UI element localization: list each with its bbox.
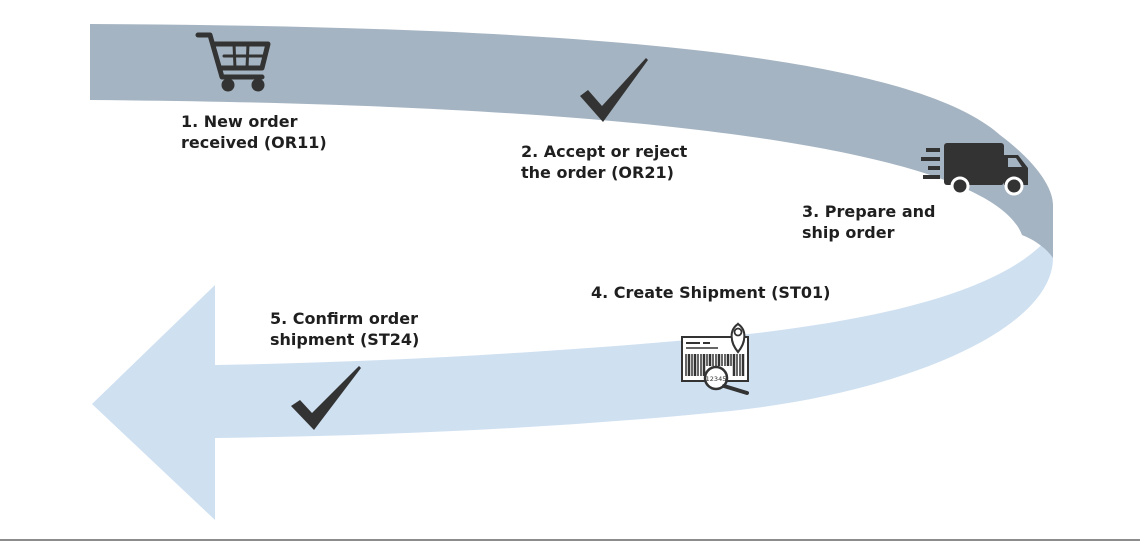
step-1-line-1: 1. New order (181, 112, 298, 131)
barcode-number: 12345 (706, 375, 727, 383)
step-1-label: 1. New order received (OR11) (181, 111, 327, 153)
checkmark-icon (291, 366, 361, 430)
step-2-line-1: 2. Accept or reject (521, 142, 688, 161)
step-4-line-1: 4. Create Shipment (ST01) (591, 283, 831, 302)
shopping-cart-icon (195, 32, 271, 92)
lower-band-arrow (92, 232, 1053, 520)
step-5-line-2: shipment (ST24) (270, 330, 420, 349)
bottom-divider (0, 539, 1140, 541)
step-5-label: 5. Confirm order shipment (ST24) (270, 308, 419, 350)
upper-band (90, 24, 1053, 258)
delivery-truck-icon (921, 143, 1028, 196)
step-2-line-2: the order (OR21) (521, 163, 674, 182)
barcode-location-icon: 12345 (681, 322, 749, 395)
step-5-line-1: 5. Confirm order (270, 309, 418, 328)
step-1-line-2: received (OR11) (181, 133, 327, 152)
step-4-label: 4. Create Shipment (ST01) (591, 282, 830, 303)
step-3-line-1: 3. Prepare and (802, 202, 936, 221)
step-3-line-2: ship order (802, 223, 895, 242)
step-3-label: 3. Prepare and ship order (802, 201, 935, 243)
checkmark-icon (580, 58, 648, 122)
step-2-label: 2. Accept or reject the order (OR21) (521, 141, 687, 183)
